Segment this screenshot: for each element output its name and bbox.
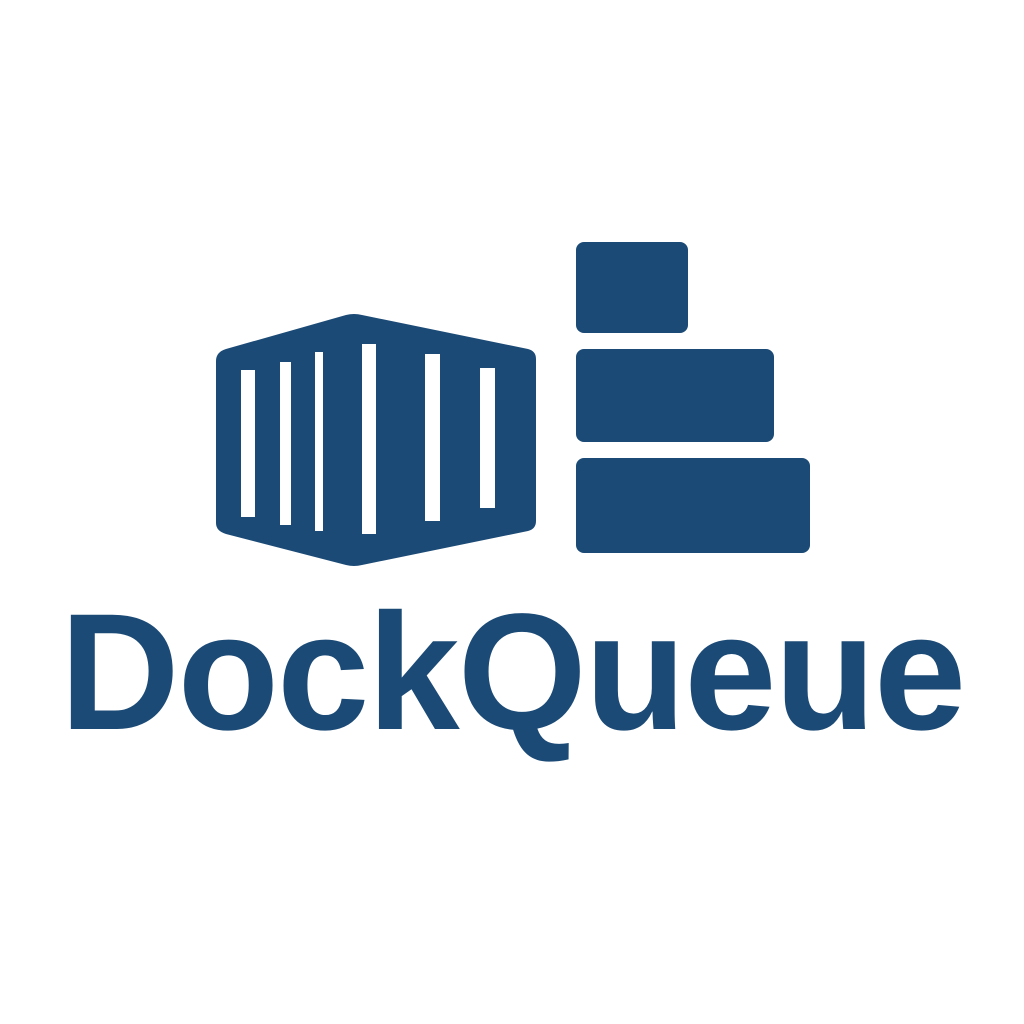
shipping-container-icon — [216, 314, 536, 566]
brand-wordmark: DockQueue — [59, 580, 966, 765]
queue-stack-icon — [576, 242, 810, 553]
